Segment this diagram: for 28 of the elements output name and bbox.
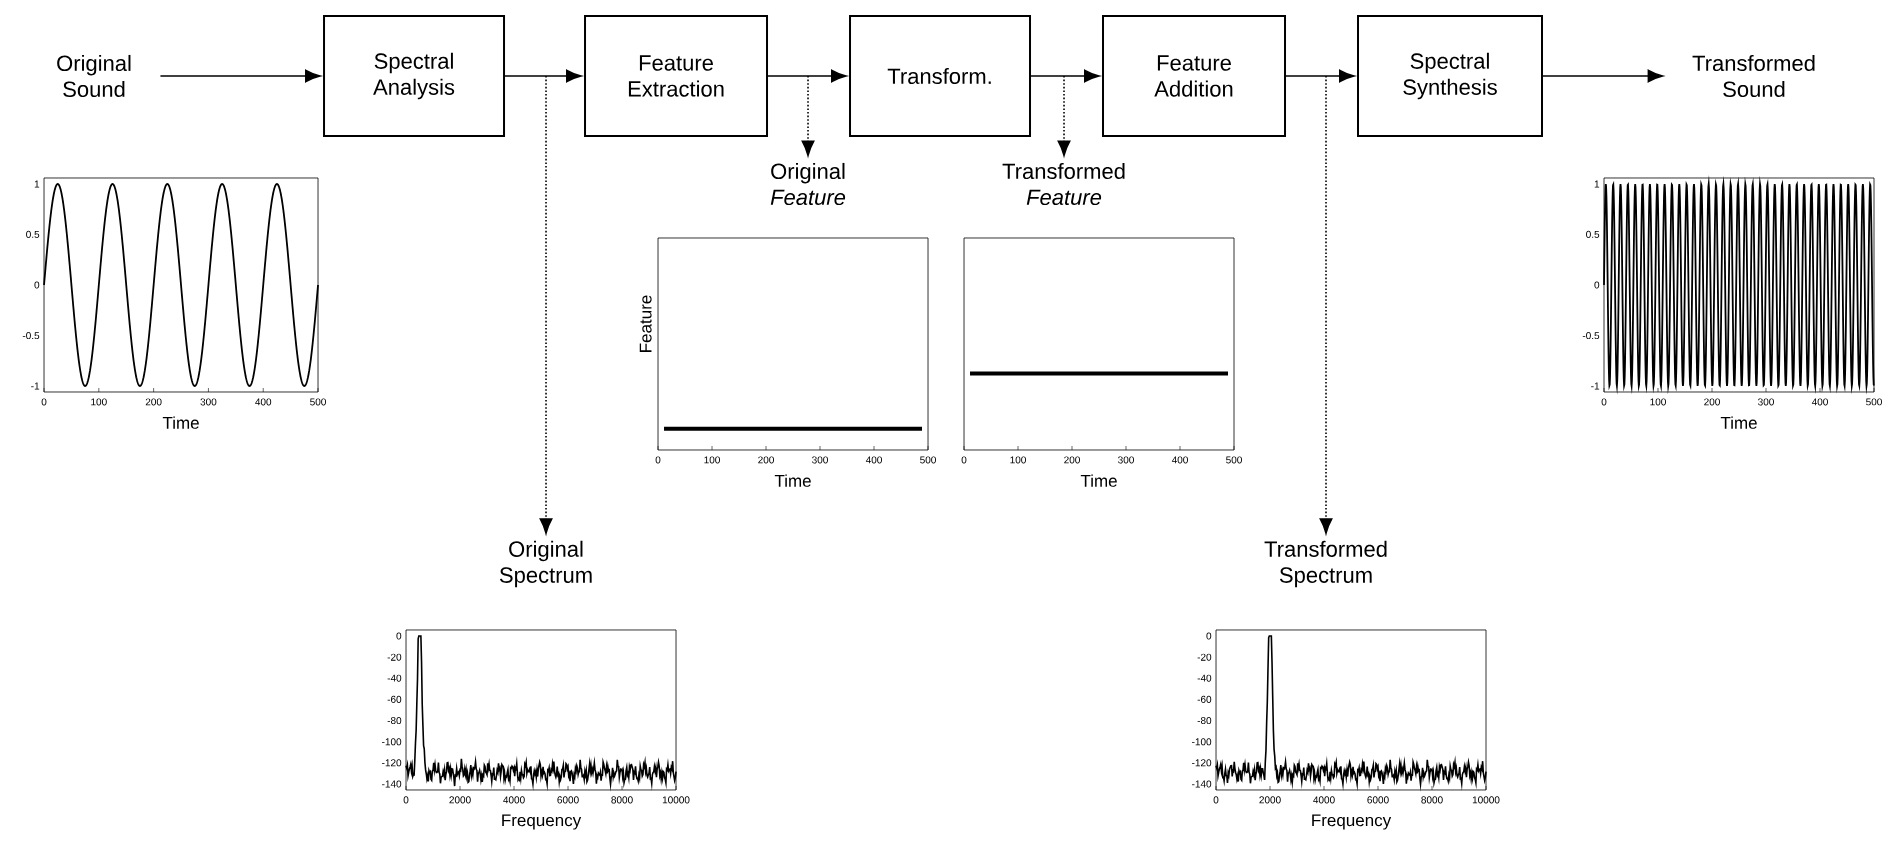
signal-label: Transformed Spectrum [1264, 540, 1387, 588]
process-box: Spectral Synthesis [1357, 15, 1543, 137]
axis-label: Time [1080, 474, 1117, 487]
arrow [767, 69, 847, 83]
arrow [801, 75, 815, 157]
arrow [539, 75, 553, 534]
arrow [1285, 69, 1355, 83]
arrow [504, 69, 582, 83]
axis-label: Feature [639, 295, 652, 352]
axis-label: Time [1720, 416, 1757, 429]
axis-label: Frequency [1312, 814, 1392, 830]
axis-label: Time [774, 474, 811, 487]
signal-label: Transformed Sound [1692, 54, 1815, 98]
arrow [1057, 75, 1071, 157]
signal-label: Transformed Feature [1002, 162, 1125, 206]
signal-label: Original Sound [57, 54, 131, 98]
process-box: Feature Addition [1102, 15, 1286, 137]
arrow [1542, 69, 1664, 83]
axis-label: Frequency [502, 814, 582, 830]
process-box: Feature Extraction [584, 15, 768, 137]
process-box: Spectral Analysis [323, 15, 506, 137]
signal-label: Original Feature [770, 162, 846, 206]
process-box: Transform. [849, 15, 1031, 137]
signal-label: Original Spectrum [499, 540, 592, 588]
arrow [1319, 75, 1333, 534]
arrow [159, 69, 321, 83]
axis-label: Time [162, 416, 199, 429]
arrow [1030, 69, 1100, 83]
